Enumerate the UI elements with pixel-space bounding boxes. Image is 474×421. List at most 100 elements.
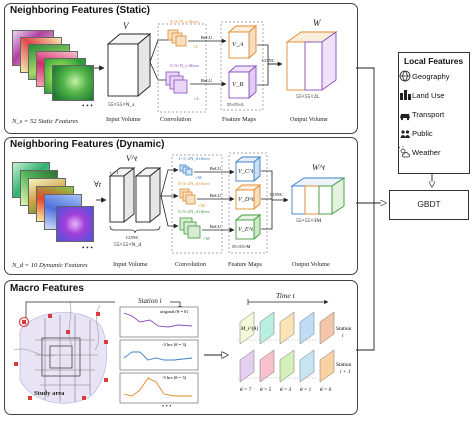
local-features-box [398,52,470,174]
static-vb: V_B [232,81,244,88]
macro-study-area: Study area [34,390,65,397]
local-item-public: Public [412,129,433,138]
dynamic-relu-3: ReLU [210,224,222,229]
dynamic-count-label: N_d = 10 Dynamic Features [12,262,88,269]
static-dots: • • • [82,102,93,110]
static-xl-2: ×L [194,96,200,101]
static-feature-map-b [227,65,258,99]
dynamic-input-caption: Input Volume [113,261,148,268]
local-features-title: Local Features [404,56,464,66]
static-feature-map-a [227,25,258,59]
static-panel-title: Neighboring Features (Static) [10,5,151,16]
macro-m-label: M_i^{θ} [241,326,259,332]
dynamic-t-minus-1: t − 1 [110,170,119,175]
dynamic-t: t [140,170,142,175]
series-panel-original [119,306,199,338]
macro-station-i1: Station [336,362,352,368]
dynamic-relu-1: ReLU [210,166,222,171]
dynamic-conv-caption: Convolution [175,261,206,268]
dynamic-panel-title: Neighboring Features (Dynamic) [10,139,165,150]
static-output-caption: Output Volume [290,116,328,123]
dynamic-feature-map-d [234,184,262,210]
dynamic-vc: V_C^t [238,168,254,175]
city-buildings-icon [400,90,411,100]
dynamic-conv-filters-green [179,217,201,239]
static-va: V_A [232,41,244,48]
static-conv-filters-purple [165,71,188,94]
macro-station-label: Station i [138,297,162,305]
dynamic-fmap-caption: Feature Maps [228,261,262,268]
dynamic-xm-2: ×M [198,203,205,208]
dynamic-dots: • • • [82,244,93,252]
weather-icon [398,146,410,158]
static-output-letter: W [313,18,321,28]
static-relu-1: ReLU [201,35,213,40]
dynamic-conv-filters-orange [179,188,196,205]
local-item-transport: Transport [412,110,445,119]
static-conv-caption: Convolution [160,116,191,123]
dynamic-conv-filters-blue [179,164,193,176]
macro-time-label: Time t [276,291,295,300]
static-fmap-size: 55×55×L [227,102,245,107]
dynamic-ve: V_E^t [238,226,253,233]
dynamic-output-caption: Output Volume [292,261,330,268]
series-original-label: original (θ = 0) [160,309,188,314]
dynamic-conc: CONC [270,192,283,197]
local-item-land-use: Land Use [412,91,445,100]
macro-theta-2: θ = 3 [280,387,292,393]
static-count-label: N_s = 52 Static Features [12,118,79,125]
dynamic-filter-3: 5×5×2N_d filters [178,209,210,214]
static-conc: CONC [262,58,275,63]
static-output-volume [285,31,338,91]
car-icon [400,114,410,121]
dynamic-output-size: 55×55×3M [296,218,322,224]
macro-station-i-sub: i [342,333,344,339]
dynamic-conc-in: CONC [126,235,139,240]
static-relu-2: ReLU [201,78,213,83]
local-item-weather: Weather [412,148,441,157]
macro-theta-0: θ = 7 [240,387,252,393]
dynamic-input-size: 55×55×N_d [114,242,142,248]
gbdt-box [389,190,469,220]
dynamic-xm-3: ×M [203,236,210,241]
local-item-geography: Geography [412,72,450,81]
dynamic-feature-map-c [234,156,262,182]
static-output-size: 55×55×2L [296,94,320,100]
people-icon [400,130,410,138]
globe-icon [399,70,411,82]
macro-station-i: Station [336,326,352,332]
dynamic-filter-2: 3×3×2N_d filters [178,181,210,186]
static-conv-filters-orange [167,29,187,47]
gbdt-label: GBDT [417,199,441,209]
series-panel-lag5 [119,372,199,404]
dynamic-xm-1: ×M [195,175,202,180]
dynamic-relu-2: ReLU [210,193,222,198]
series-lag5-label: -5 hrs (θ = 5) [162,375,187,380]
static-filter-1: 3×3×N_s filters [170,19,200,24]
dynamic-output-volume [290,177,346,215]
series-lag3-label: -3 hrs (θ = 3) [162,342,187,347]
macro-theta-1: θ = 5 [260,387,272,393]
macro-panel-title: Macro Features [10,283,84,294]
static-input-size: 55×55×N_s [108,102,135,108]
dynamic-filter-1: 1×1×2N_d filters [178,156,210,161]
static-input-volume [106,33,152,97]
macro-theta-3: θ = 1 [300,387,312,393]
station-markers [14,312,108,400]
macro-station-i1-sub: i + 1 [340,369,351,375]
dynamic-volume-letter: V^t [126,153,138,163]
macro-tensor-grid [237,311,335,383]
dynamic-vd: V_D^t [238,196,254,203]
macro-theta-4: θ = 0 [320,387,332,393]
macro-dots: • • • [162,404,172,410]
dynamic-forall: ∀t [94,180,102,189]
series-panel-lag3 [119,339,199,371]
static-filter-2: 5×5×N_s filters [170,63,200,68]
static-volume-letter: V [123,21,129,31]
dynamic-fmap-size: 55×55×M [232,244,251,249]
dynamic-feature-map-e [234,214,262,240]
dynamic-output-letter: W^t [312,162,326,172]
static-input-caption: Input Volume [106,116,141,123]
